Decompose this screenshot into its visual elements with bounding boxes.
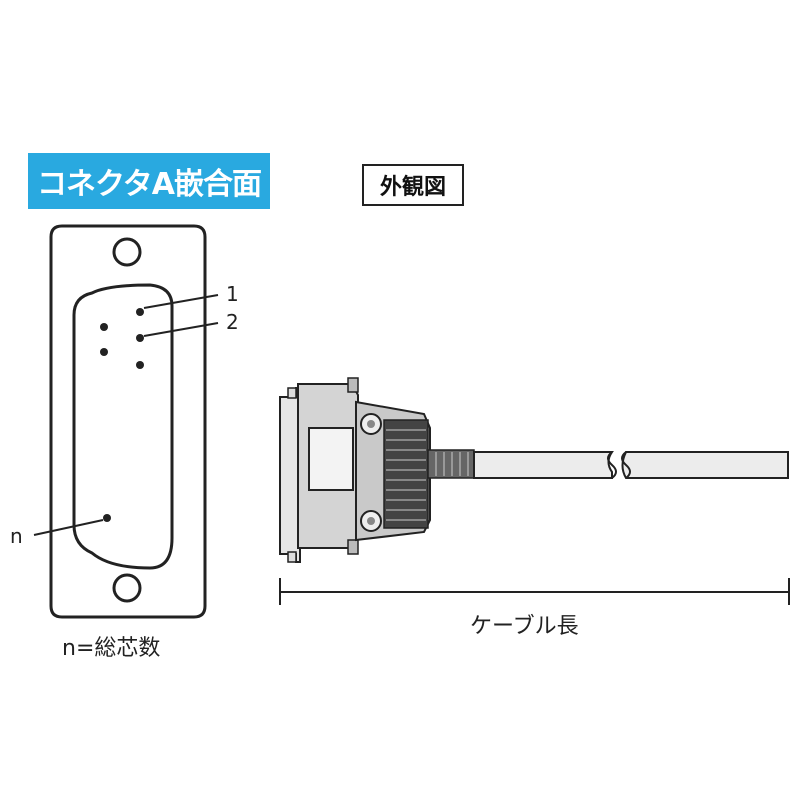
pin-n xyxy=(103,514,111,522)
cable-boot xyxy=(427,449,475,479)
leader-line-1 xyxy=(143,294,219,309)
pin-2 xyxy=(136,334,144,342)
pin-count-legend: n=総芯数 xyxy=(62,636,161,661)
hood-screw-top-inner xyxy=(367,420,375,428)
exterior-view-title: 外観図 xyxy=(362,164,464,206)
flange-bottom-tab xyxy=(287,551,297,563)
cable-break-mark-right xyxy=(621,451,631,479)
cable-segment-right xyxy=(621,451,789,479)
pin-2-label: 2 xyxy=(226,310,239,334)
connector-face-title: コネクタA嵌合面 xyxy=(28,153,270,209)
cable-boot-ribs xyxy=(435,452,469,476)
cable-assembly-drawing xyxy=(279,377,790,605)
mounting-hole-bottom xyxy=(112,573,142,603)
cable-length-label: ケーブル長 xyxy=(470,614,579,639)
d-sub-shell xyxy=(72,283,174,570)
flange-top-tab xyxy=(287,387,297,399)
pin-3 xyxy=(136,361,144,369)
hood-screw-bottom-inner xyxy=(367,517,375,525)
leader-line-n xyxy=(33,519,104,536)
pin-1 xyxy=(136,308,144,316)
screw-top xyxy=(347,377,359,393)
strain-relief-ribs xyxy=(386,429,426,521)
screw-bottom xyxy=(347,539,359,555)
leader-line-2 xyxy=(143,322,219,337)
pin-1-label: 1 xyxy=(226,282,239,306)
cable-break-mark-left xyxy=(607,451,617,479)
pin-n-label: n xyxy=(10,524,23,548)
connector-label-window xyxy=(308,427,354,491)
mounting-hole-top xyxy=(112,237,142,267)
strain-relief xyxy=(383,419,429,529)
pin-4 xyxy=(100,323,108,331)
pin-5 xyxy=(100,348,108,356)
connector-face-drawing xyxy=(33,224,219,619)
cable-segment-left xyxy=(473,451,614,479)
